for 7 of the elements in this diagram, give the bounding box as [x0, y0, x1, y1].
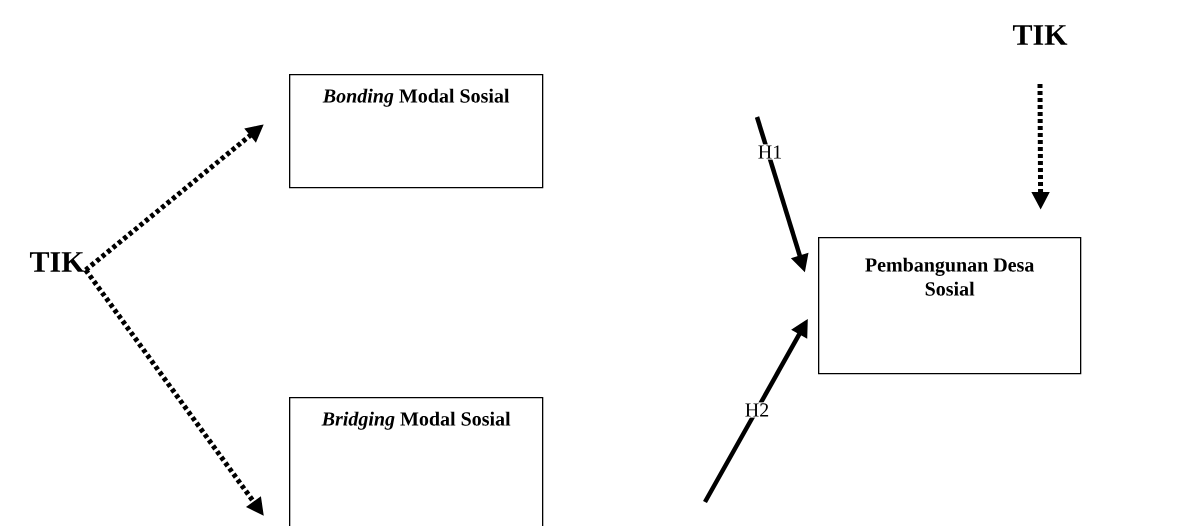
- label-text: TIK: [1012, 25, 1068, 45]
- process-box: Pembangunan Desa Sosial: [818, 237, 1082, 375]
- label-text: TIK: [29, 252, 85, 272]
- process-box: Bonding Modal Sosial: [289, 74, 544, 189]
- edge-label: H1: [756, 144, 784, 160]
- edge-label: H2: [743, 402, 771, 418]
- process-box: Bridging Modal Sosial: [289, 397, 544, 526]
